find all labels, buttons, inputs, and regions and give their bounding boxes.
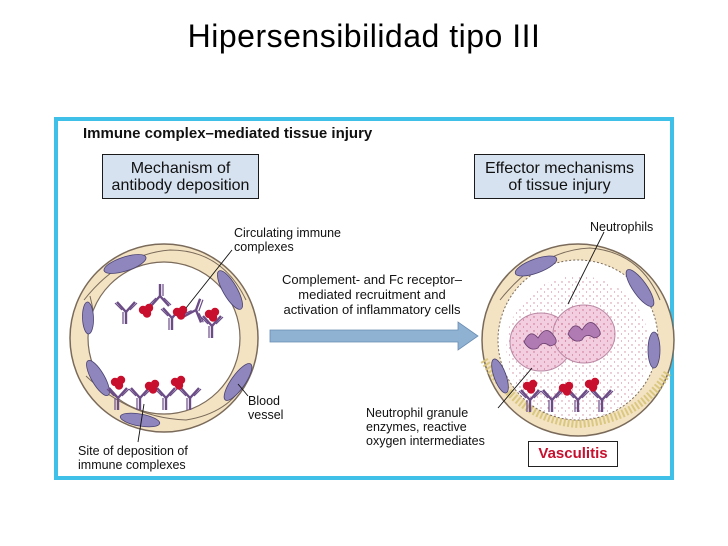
label-granule-enzymes: Neutrophil granule enzymes, reactive oxy…	[366, 406, 485, 448]
label-blood-vessel-line1: Blood	[248, 394, 280, 408]
vasculitis-label: Vasculitis	[528, 441, 618, 467]
label-deposition-site-line1: Site of deposition of	[78, 444, 188, 458]
endothelial-cell	[119, 412, 161, 428]
label-blood-vessel-line2: vessel	[248, 408, 284, 422]
label-recruitment-line1: Complement- and Fc receptor–	[282, 272, 462, 287]
label-blood-vessel: Blood vessel	[248, 394, 283, 422]
effector-box-line2: of tissue injury	[508, 177, 611, 194]
mechanism-box-line1: Mechanism of	[130, 160, 231, 177]
label-granule-line2: enzymes, reactive	[366, 420, 467, 434]
label-circulating-line1: Circulating immune	[234, 226, 341, 240]
mechanism-box: Mechanism of antibody deposition	[102, 154, 259, 199]
mechanism-box-line2: antibody deposition	[111, 177, 250, 194]
endothelial-cell	[103, 254, 147, 274]
label-neutrophils: Neutrophils	[590, 220, 654, 234]
endothelial-cell	[223, 363, 253, 401]
neutrophils	[509, 304, 616, 372]
endothelial-cell	[217, 270, 243, 310]
leader-lines	[137, 231, 605, 443]
endothelial-cell	[491, 358, 509, 394]
label-deposition-site-line2: immune complexes	[78, 458, 186, 472]
label-granule-line1: Neutrophil granule	[366, 406, 469, 420]
label-granule-line3: oxygen intermediates	[366, 434, 485, 448]
label-recruitment-line2: mediated recruitment and	[298, 287, 446, 302]
label-deposition-site: Site of deposition of immune complexes	[78, 444, 188, 472]
figure-header: Immune complex–mediated tissue injury	[83, 125, 373, 142]
endothelial-cell	[625, 269, 655, 307]
label-recruitment-line3: activation of inflammatory cells	[283, 302, 461, 317]
endothelial-cell	[647, 331, 661, 369]
left-blood-vessel	[69, 243, 259, 433]
endothelial-cell	[82, 301, 94, 335]
recruitment-arrow	[269, 321, 479, 351]
endothelial-cell	[514, 255, 558, 277]
slide-title: Hipersensibilidad tipo III	[187, 18, 541, 54]
endothelial-cell	[86, 359, 110, 397]
effector-box-line1: Effector mechanisms	[484, 160, 635, 177]
label-circulating-line2: complexes	[234, 240, 294, 254]
effector-box: Effector mechanisms of tissue injury	[474, 154, 645, 199]
label-circulating: Circulating immune complexes	[234, 226, 341, 254]
label-recruitment: Complement- and Fc receptor– mediated re…	[262, 272, 482, 317]
